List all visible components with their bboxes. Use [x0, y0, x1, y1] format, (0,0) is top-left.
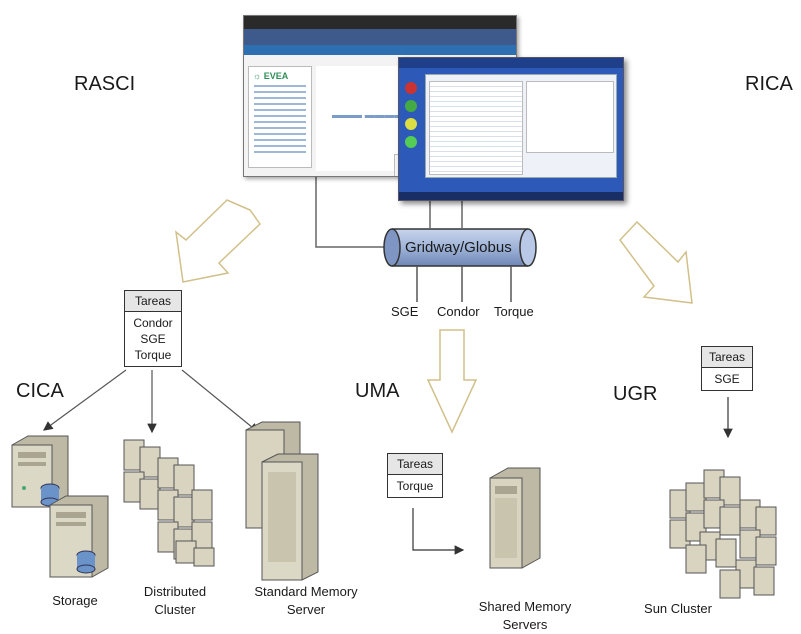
task-item: Torque [396, 479, 434, 493]
label-ugr: UGR [613, 383, 658, 405]
scheduler-sge: SGE [391, 304, 419, 319]
job-window [425, 74, 617, 178]
task-box-header: Tareas [125, 291, 181, 312]
task-box-uma: Tareas Torque [387, 453, 443, 498]
hollow-arrow-left [174, 199, 261, 283]
label-uma: UMA [355, 380, 400, 402]
label-rica: RICA [745, 73, 793, 95]
caption-storage: Storage [52, 593, 98, 608]
sun-cluster-servers [669, 469, 777, 599]
caption-distributed-cluster: Distributed Cluster [143, 584, 207, 617]
caption-shared-memory-servers: Shared Memory Servers [478, 599, 572, 632]
standard-memory-server [245, 421, 319, 581]
distributed-cluster-servers [123, 439, 215, 567]
storage-server-1 [11, 435, 69, 508]
task-item: SGE [140, 332, 166, 346]
gridway-label: Gridway/Globus [405, 239, 512, 256]
caption-standard-memory-server: Standard Memory Server [254, 584, 358, 617]
task-item: Torque [134, 348, 172, 362]
arrow-to-storage [43, 369, 127, 431]
hollow-arrow-right [619, 220, 693, 304]
task-item: SGE [714, 372, 740, 386]
task-box-header: Tareas [702, 347, 752, 368]
rica-desktop-screenshot [398, 57, 624, 201]
hollow-arrow-center [426, 329, 478, 434]
scheduler-condor: Condor [437, 304, 480, 319]
gridway-cylinder [383, 228, 537, 267]
task-box-cica: Tareas Condor SGE Torque [124, 290, 182, 367]
scheduler-torque: Torque [494, 304, 534, 319]
arrow-to-shared-memory [412, 508, 465, 555]
task-item: Condor [133, 316, 173, 330]
portal-sidebar: ☼ EVEA [248, 66, 312, 168]
label-rasci: RASCI [74, 73, 136, 95]
connector-rasci [315, 176, 392, 248]
storage-server-2 [49, 495, 109, 578]
task-box-ugr: Tareas SGE [701, 346, 753, 391]
caption-sun-cluster: Sun Cluster [644, 601, 712, 616]
label-cica: CICA [16, 380, 64, 402]
arrow-to-server [181, 369, 259, 433]
shared-memory-server [489, 467, 541, 569]
task-box-header: Tareas [388, 454, 442, 475]
